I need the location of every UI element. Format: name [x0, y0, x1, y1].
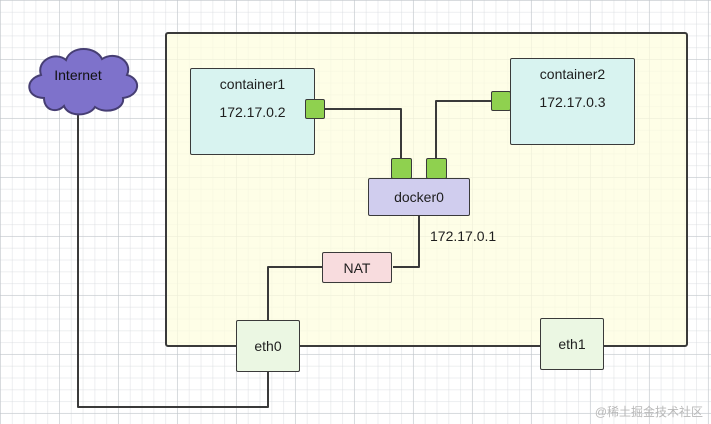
eth0-node: eth0	[236, 320, 300, 372]
watermark-text: @稀土掘金技术社区	[594, 405, 703, 419]
connector-internet-eth0	[77, 112, 269, 408]
nat-node: NAT	[322, 252, 392, 283]
container2-title: container2	[539, 66, 606, 82]
eth1-label: eth1	[558, 336, 586, 352]
docker0-ip: 172.17.0.1	[430, 228, 497, 244]
cloud-shape-icon	[28, 48, 138, 116]
container1-ip: 172.17.0.2	[219, 104, 286, 120]
container1-title: container1	[219, 76, 286, 92]
nat-label: NAT	[343, 259, 371, 276]
container1-node: container1 172.17.0.2	[190, 68, 315, 155]
connector-nat-eth0	[267, 266, 322, 321]
docker0-veth-port-right	[426, 158, 447, 179]
docker0-bridge-node: docker0	[368, 178, 470, 216]
internet-cloud: Internet	[16, 34, 140, 120]
container2-veth-port	[491, 91, 511, 111]
docker0-veth-port-left	[391, 158, 412, 179]
container2-node: container2 172.17.0.3	[510, 58, 635, 145]
internet-label: Internet	[54, 67, 102, 83]
connector-docker0-nat	[393, 216, 420, 268]
eth0-label: eth0	[254, 338, 282, 354]
connector-container1-docker0	[325, 108, 402, 160]
eth1-node: eth1	[540, 318, 604, 370]
docker0-label: docker0	[394, 189, 444, 205]
container1-veth-port	[305, 99, 325, 119]
container2-ip: 172.17.0.3	[539, 94, 606, 110]
connector-container2-docker0	[435, 100, 491, 160]
